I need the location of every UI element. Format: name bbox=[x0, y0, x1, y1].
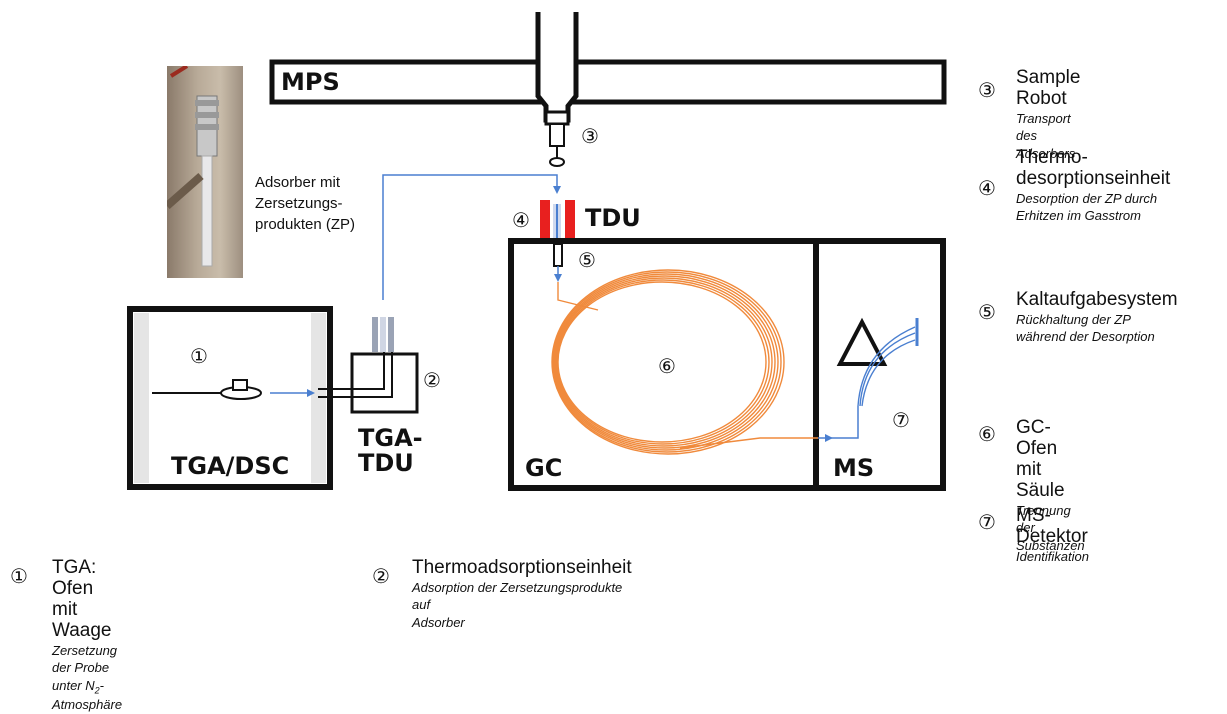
legend-title-1: TGA: Ofen mit Waage bbox=[52, 557, 112, 641]
ms-analyzer bbox=[836, 317, 888, 366]
tga-dsc-label: TGA/DSC bbox=[171, 452, 290, 480]
marker-5: ⑤ bbox=[578, 248, 596, 272]
robot-arm bbox=[535, 12, 579, 123]
mps-label: MPS bbox=[281, 68, 340, 96]
adsorber-caption: Adsorber mit Zersetzungs- produkten (ZP) bbox=[255, 172, 355, 235]
legend-sub-2a: Adsorption der Zersetzungsprodukte auf bbox=[412, 579, 623, 613]
legend-sub-4a: Desorption der ZP durch bbox=[1016, 190, 1158, 206]
legend-sub-5b: während der Desorption bbox=[1016, 329, 1155, 345]
marker-6: ⑥ bbox=[658, 354, 676, 378]
robot-gripper bbox=[549, 123, 565, 147]
marker-1: ① bbox=[190, 344, 208, 368]
legend-title-3: Sample Robot bbox=[1016, 67, 1081, 109]
legend-num-7: ⑦ bbox=[978, 510, 996, 534]
legend-title-7: MS-Detektor bbox=[1016, 505, 1088, 547]
legend-sub-2b: Adsorber bbox=[412, 614, 465, 630]
marker-2: ② bbox=[423, 368, 441, 392]
gc-column bbox=[551, 269, 818, 455]
legend-sub-6: Trennung der Substanzen bbox=[1016, 502, 1085, 553]
legend-num-2: ② bbox=[372, 564, 390, 588]
tga-crucible bbox=[232, 379, 248, 391]
legend-sub-3: Transport des Adsorbers bbox=[1016, 110, 1076, 161]
transport-path bbox=[382, 174, 558, 300]
caption-line-3: produkten (ZP) bbox=[255, 216, 356, 233]
ms-label: MS bbox=[833, 454, 875, 482]
mps-rail bbox=[269, 59, 947, 105]
legend-title-2: Thermoadsorptionseinheit bbox=[412, 557, 632, 578]
legend-sub-1b: Atmosphäre bbox=[52, 697, 123, 713]
legend-sub-7: Identifikation bbox=[1016, 548, 1089, 564]
caption-line-2: Zersetzungs- bbox=[255, 195, 343, 212]
legend-title-5: Kaltaufgabesystem bbox=[1016, 289, 1178, 310]
adsorber-photo bbox=[164, 64, 243, 278]
legend-sub-4b: Erhitzen im Gasstrom bbox=[1016, 208, 1141, 224]
gc-label: GC bbox=[525, 454, 563, 482]
legend-num-1: ① bbox=[10, 564, 28, 588]
legend-num-4: ④ bbox=[978, 176, 996, 200]
legend-title-4b: desorptionseinheit bbox=[1016, 167, 1171, 189]
legend-sub-5a: Rückhaltung der ZP bbox=[1016, 311, 1131, 327]
robot-head bbox=[544, 110, 570, 126]
marker-4: ④ bbox=[512, 208, 530, 232]
setup-diagram bbox=[127, 12, 947, 491]
caption-line-1: Adsorber mit bbox=[255, 174, 341, 191]
legend-title-6: GC-Ofen mit Säule bbox=[1016, 417, 1065, 501]
legend-num-5: ⑤ bbox=[978, 300, 996, 324]
tga-tdu-label: TGA- TDU bbox=[358, 424, 423, 478]
robot-needle-tip bbox=[549, 157, 565, 167]
legend-sub-1a: Zersetzung der Probe unter N2- bbox=[52, 642, 118, 696]
legend-title-4a: Thermo- bbox=[1016, 147, 1088, 168]
legend-num-3: ③ bbox=[978, 78, 996, 102]
tdu-label: TDU bbox=[585, 204, 641, 232]
legend-num-6: ⑥ bbox=[978, 422, 996, 446]
cis-liner bbox=[553, 243, 563, 267]
marker-3: ③ bbox=[581, 124, 599, 148]
tdu-heater-left bbox=[540, 200, 550, 240]
marker-7: ⑦ bbox=[892, 408, 910, 432]
tdu-heater-right bbox=[565, 200, 575, 240]
